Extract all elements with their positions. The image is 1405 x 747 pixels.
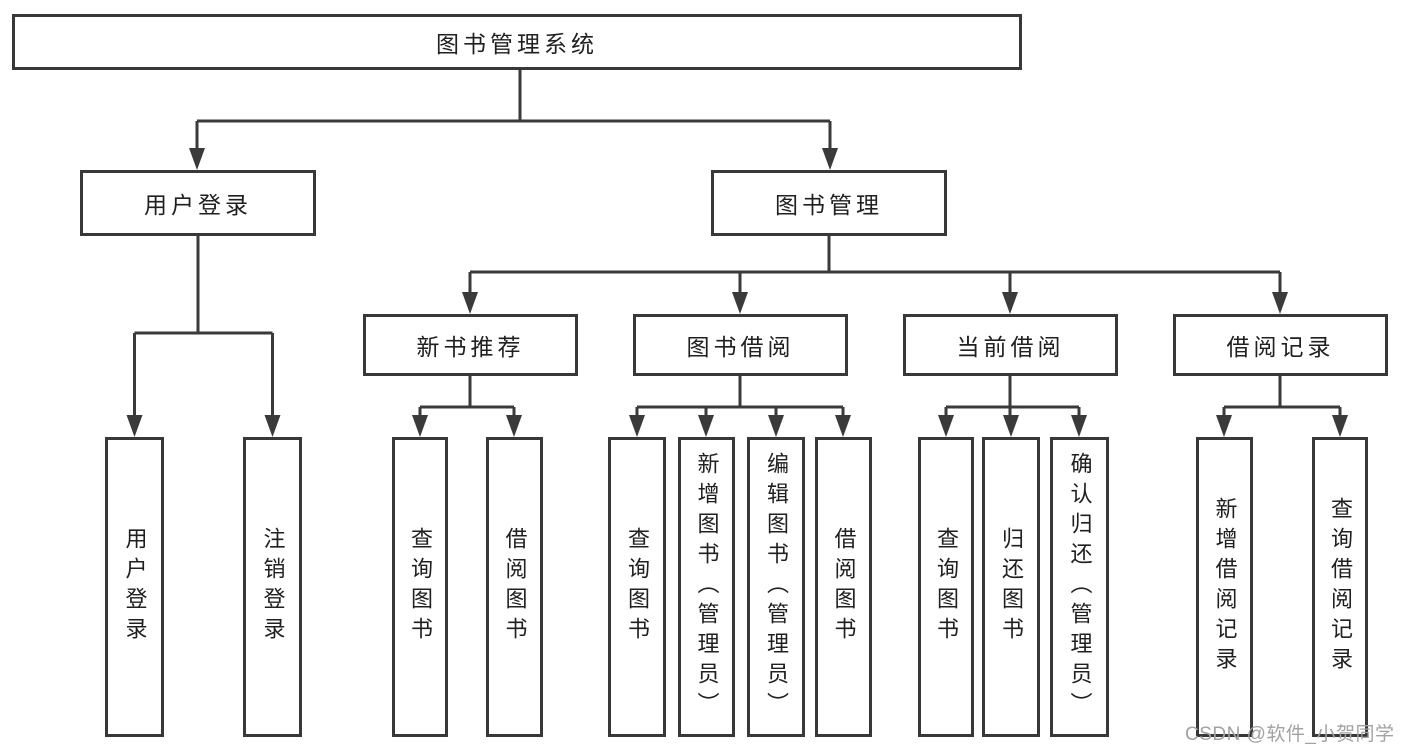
csdn-watermark: CSDN @软件_小贺同学 [1185, 724, 1395, 745]
leaf-br-add-record: 新增借阅记录 [1196, 437, 1253, 737]
node-user-login: 用户登录 [80, 170, 316, 236]
leaf-nbr-borrow-books: 借阅图书 [486, 437, 543, 737]
edge-new-book-recommend-to-leaves [418, 376, 516, 417]
leaf-cb-return-books: 归还图书 [982, 437, 1040, 737]
edge-user-login-to-leaves [133, 236, 274, 417]
leaf-bb-borrow-books: 借阅图书 [815, 437, 872, 737]
node-root: 图书管理系统 [12, 14, 1022, 70]
edge-book-borrowing-to-leaves [635, 376, 845, 417]
edge-borrowing-records-to-leaves [1222, 376, 1342, 417]
edge-current-borrowing-to-leaves [944, 376, 1081, 417]
leaf-cb-confirm-return: 确认归还（管理员） [1050, 437, 1109, 737]
node-borrowing-records: 借阅记录 [1173, 314, 1388, 376]
node-book-borrowing: 图书借阅 [633, 314, 848, 376]
leaf-logout: 注销登录 [243, 437, 302, 737]
arrowheads [126, 148, 1348, 437]
node-new-book-recommend: 新书推荐 [363, 314, 578, 376]
edge-root-to-level2 [195, 70, 832, 150]
leaf-br-query-record: 查询借阅记录 [1312, 437, 1368, 737]
leaf-cb-query-books: 查询图书 [918, 437, 974, 737]
leaf-user-login-action: 用户登录 [105, 437, 164, 737]
leaf-bb-edit-books: 编辑图书（管理员） [747, 437, 805, 737]
node-current-borrowing: 当前借阅 [903, 314, 1118, 376]
leaf-nbr-query-books: 查询图书 [392, 437, 448, 737]
node-book-management: 图书管理 [711, 170, 947, 236]
leaf-bb-query-books: 查询图书 [608, 437, 666, 737]
leaf-bb-add-books: 新增图书（管理员） [678, 437, 735, 737]
edge-book-management-to-level3 [468, 236, 1282, 294]
